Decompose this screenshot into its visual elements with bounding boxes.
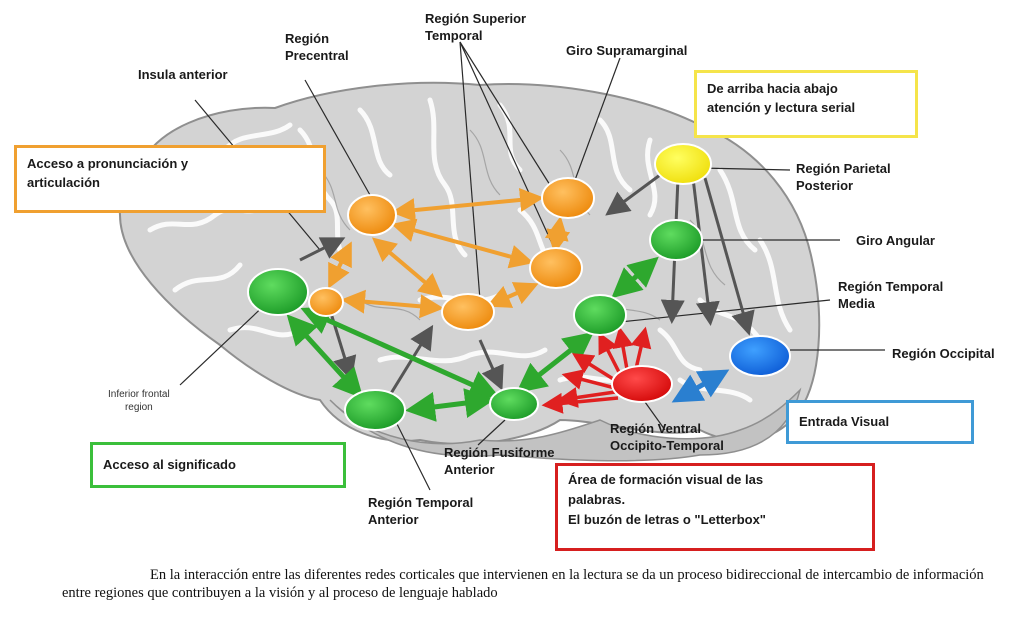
box-letterbox-line2: palabras. bbox=[568, 492, 626, 507]
box-letterbox-line1: Área de formación visual de las bbox=[568, 472, 764, 487]
label-superior-temporal-line2: Temporal bbox=[425, 28, 483, 43]
box-pronunciacion-line2: articulación bbox=[27, 175, 100, 190]
nodes bbox=[247, 143, 791, 431]
caption-text: En la interacción entre las diferentes r… bbox=[62, 567, 984, 601]
label-supramarginal: Giro Supramarginal bbox=[566, 43, 688, 58]
label-ventral-occipito-line1: Región Ventral bbox=[610, 421, 702, 436]
node-temporal-media bbox=[573, 294, 627, 336]
green-arrows bbox=[286, 256, 659, 422]
box-letterbox: Área de formación visual de las palabras… bbox=[555, 463, 875, 551]
node-superior-temporal bbox=[529, 247, 583, 289]
label-temporal-media: Región Temporal Media bbox=[838, 278, 943, 312]
node-temporal-anterior bbox=[344, 389, 406, 431]
label-angular: Giro Angular bbox=[856, 233, 935, 248]
node-ventral-occipito bbox=[611, 365, 673, 403]
label-inferior-frontal: Inferior frontal region bbox=[108, 388, 170, 414]
label-insula-anterior: Insula anterior bbox=[138, 67, 228, 82]
node-supramarginal bbox=[541, 177, 595, 219]
label-ventral-occipito: Región Ventral Occipito-Temporal bbox=[610, 420, 724, 454]
label-superior-temporal: Región Superior Temporal bbox=[425, 10, 526, 44]
box-letterbox-line3: El buzón de letras o "Letterbox" bbox=[568, 512, 766, 527]
label-parietal-posterior-line2: Posterior bbox=[796, 178, 854, 193]
box-pronunciacion: Acceso a pronunciación y articulación bbox=[14, 145, 326, 213]
label-fusiforme-anterior-line2: Anterior bbox=[444, 462, 495, 477]
label-superior-temporal-line1: Región Superior bbox=[425, 11, 527, 26]
blue-arrow bbox=[671, 369, 730, 403]
label-parietal-posterior-line1: Región Parietal bbox=[796, 161, 891, 176]
label-inferior-frontal-line2: region bbox=[124, 402, 153, 413]
box-entrada-visual: Entrada Visual bbox=[786, 400, 974, 444]
label-temporal-anterior: Región Temporal Anterior bbox=[368, 494, 473, 528]
node-mid-orange bbox=[441, 293, 495, 331]
node-precentral bbox=[347, 194, 397, 236]
box-top-down: De arriba hacia abajo atención y lectura… bbox=[694, 70, 918, 138]
label-inferior-frontal-line1: Inferior frontal bbox=[108, 389, 170, 400]
node-angular bbox=[649, 219, 703, 261]
node-occipital bbox=[729, 335, 791, 377]
label-temporal-media-line1: Región Temporal bbox=[838, 279, 944, 294]
label-precentral: Región Precentral bbox=[285, 30, 349, 64]
label-fusiforme-anterior-line1: Región Fusiforme bbox=[444, 445, 555, 460]
node-parietal-posterior bbox=[654, 143, 712, 185]
label-occipital: Región Occipital bbox=[892, 346, 995, 361]
box-significado: Acceso al significado bbox=[90, 442, 346, 488]
orange-arrows bbox=[328, 187, 571, 319]
label-temporal-anterior-line1: Región Temporal bbox=[368, 495, 474, 510]
node-fusiforme-anterior bbox=[489, 387, 539, 421]
label-temporal-media-line2: Media bbox=[838, 296, 875, 311]
node-insula bbox=[308, 287, 344, 317]
label-parietal-posterior: Región Parietal Posterior bbox=[796, 160, 891, 194]
label-ventral-occipito-line2: Occipito-Temporal bbox=[610, 438, 724, 453]
label-temporal-anterior-line2: Anterior bbox=[368, 512, 419, 527]
box-top-down-line2: atención y lectura serial bbox=[707, 100, 856, 115]
node-inferior-frontal bbox=[247, 268, 309, 316]
figure-caption: En la interacción entre las diferentes r… bbox=[62, 566, 992, 602]
label-precentral-line2: Precentral bbox=[285, 48, 349, 63]
box-top-down-line1: De arriba hacia abajo bbox=[707, 81, 838, 96]
label-precentral-line1: Región bbox=[285, 31, 330, 46]
label-fusiforme-anterior: Región Fusiforme Anterior bbox=[444, 444, 555, 478]
box-pronunciacion-line1: Acceso a pronunciación y bbox=[27, 156, 189, 171]
